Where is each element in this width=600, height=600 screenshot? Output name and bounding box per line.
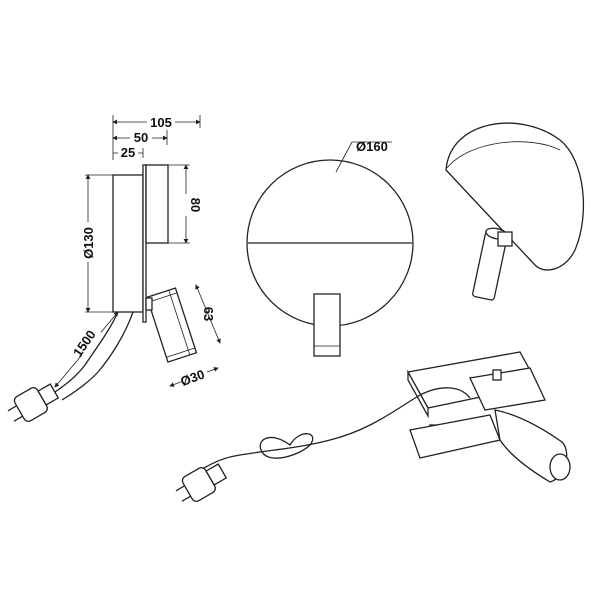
dim-label-50: 50 bbox=[134, 130, 148, 145]
dim-label-30: Ø30 bbox=[178, 367, 206, 390]
base-body bbox=[112, 174, 144, 313]
plug-icon bbox=[175, 463, 228, 502]
dim-label-130: Ø130 bbox=[81, 227, 96, 259]
switch-icon bbox=[492, 369, 502, 381]
dim-label-80: 80 bbox=[188, 198, 203, 212]
front-spot bbox=[313, 293, 341, 357]
side-view: 105 50 25 Ø130 80 63 Ø30 bbox=[7, 115, 221, 422]
head-body bbox=[145, 164, 169, 244]
perspective-view bbox=[445, 122, 584, 301]
cable-knot bbox=[259, 433, 314, 459]
plug-icon bbox=[7, 383, 60, 422]
dim-label-160: Ø160 bbox=[356, 139, 388, 154]
mounting-view bbox=[175, 351, 571, 502]
spot-cylinder bbox=[146, 287, 198, 363]
dim-label-25: 25 bbox=[121, 145, 135, 160]
dim-line-63 bbox=[195, 284, 221, 344]
dim-label-105: 105 bbox=[150, 115, 172, 130]
dim-label-63: 63 bbox=[201, 307, 216, 321]
front-view: Ø160 bbox=[246, 139, 414, 357]
